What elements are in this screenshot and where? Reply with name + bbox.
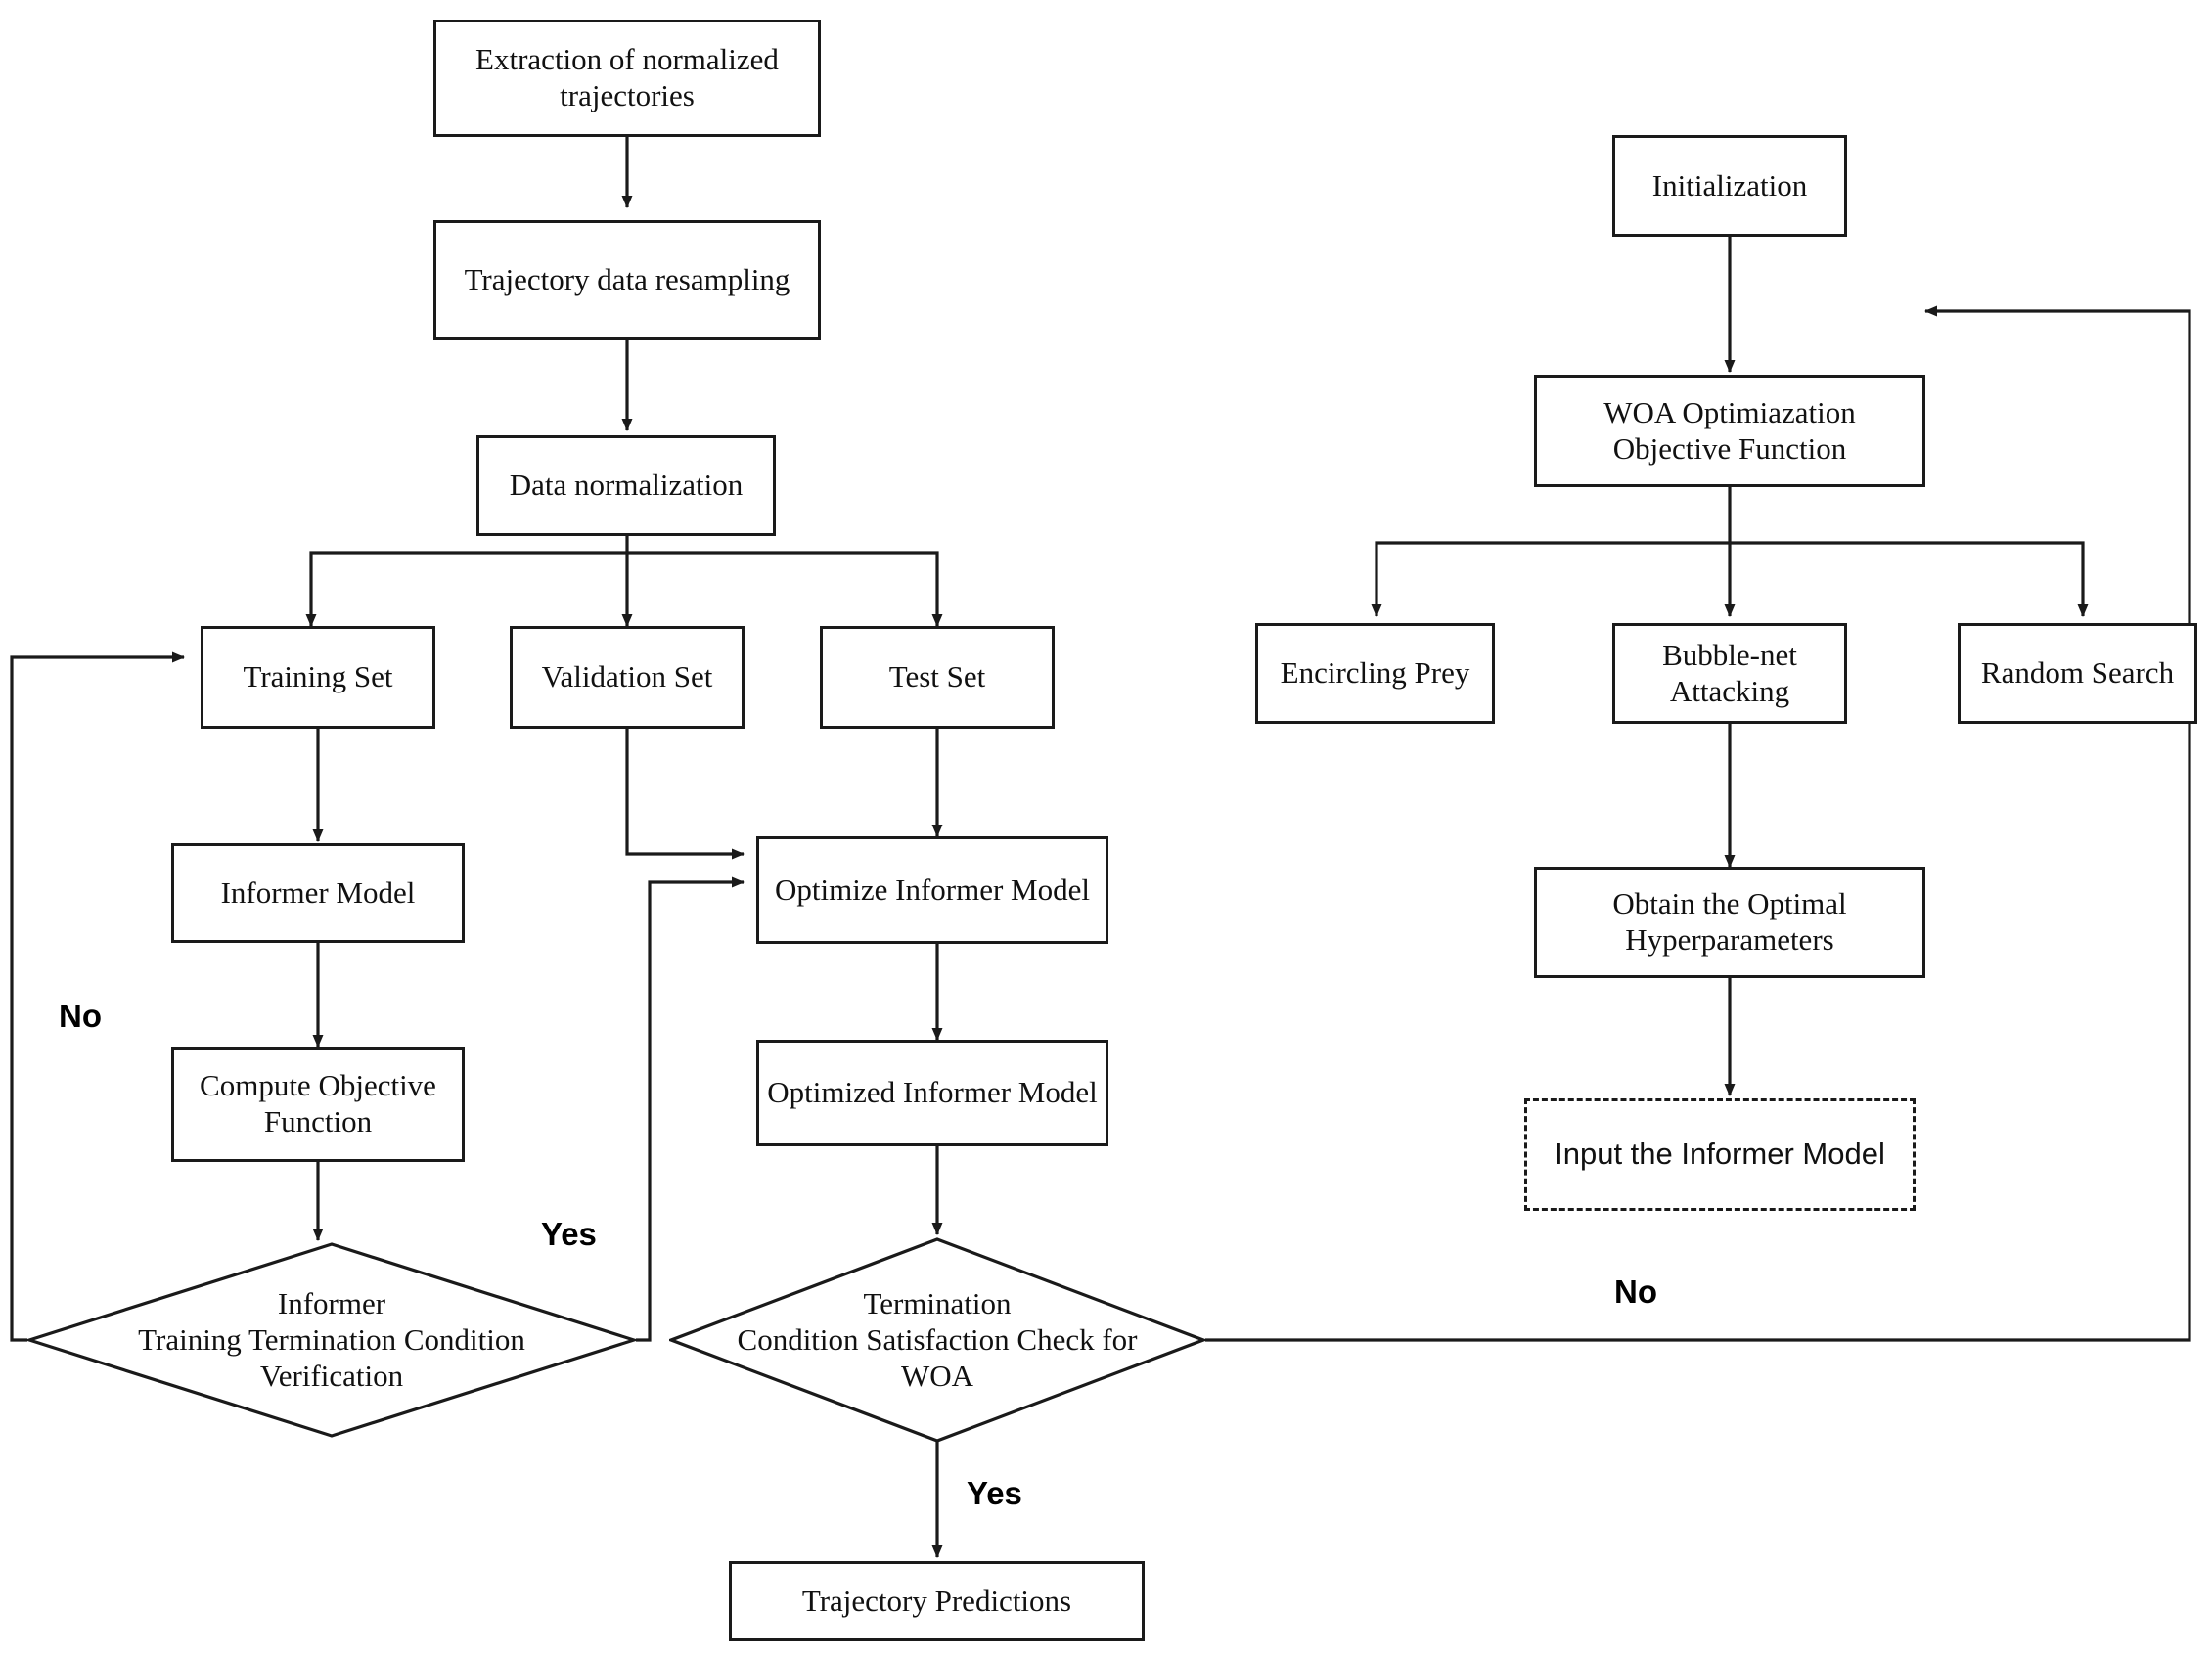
node-trajectory-predictions-label: Trajectory Predictions	[801, 1583, 1072, 1618]
node-extraction[interactable]: Extraction of normalized trajectories	[433, 20, 821, 137]
informer-check-line2: Training Termination Condition	[138, 1322, 525, 1358]
edge-label-yes-left: Yes	[541, 1216, 597, 1252]
node-encircling-prey-label: Encircling Prey	[1280, 655, 1470, 691]
woa-check-line3: WOA	[900, 1359, 974, 1394]
node-training-set[interactable]: Training Set	[201, 626, 435, 729]
node-random-search-label: Random Search	[1980, 655, 2175, 691]
node-initialization-label: Initialization	[1651, 167, 1808, 202]
node-extraction-label: Extraction of normalized trajectories	[475, 42, 779, 112]
node-optimize-informer-model[interactable]: Optimize Informer Model	[756, 836, 1108, 944]
node-data-normalization-label: Data normalization	[509, 468, 744, 503]
node-informer-model-label: Informer Model	[220, 874, 416, 910]
node-optimized-informer-model[interactable]: Optimized Informer Model	[756, 1040, 1108, 1146]
node-woa-termination-check-label: Termination Condition Satisfaction Check…	[738, 1285, 1138, 1395]
node-optimized-informer-model-label: Optimized Informer Model	[767, 1075, 1098, 1110]
node-validation-set[interactable]: Validation Set	[510, 626, 745, 729]
node-training-set-label: Training Set	[243, 659, 393, 694]
node-encircling-prey[interactable]: Encircling Prey	[1255, 623, 1495, 724]
node-bubble-net-attacking-label: Bubble-net Attacking	[1662, 637, 1797, 708]
node-resampling[interactable]: Trajectory data resampling	[433, 220, 821, 340]
node-woa-objective-function-label: WOA Optimiazation Objective Function	[1603, 394, 1856, 466]
node-validation-set-label: Validation Set	[541, 659, 713, 694]
node-compute-objective-function-label: Compute Objective Function	[200, 1068, 436, 1139]
node-informer-training-termination-check-label: Informer Training Termination Condition …	[138, 1285, 525, 1395]
node-data-normalization[interactable]: Data normalization	[476, 435, 776, 536]
node-resampling-label: Trajectory data resampling	[464, 262, 790, 297]
edge-label-no-left: No	[59, 998, 102, 1034]
node-input-informer-model[interactable]: Input the Informer Model	[1524, 1098, 1916, 1211]
node-trajectory-predictions[interactable]: Trajectory Predictions	[729, 1561, 1145, 1641]
node-input-informer-model-label: Input the Informer Model	[1555, 1137, 1885, 1172]
node-bubble-net-attacking[interactable]: Bubble-net Attacking	[1612, 623, 1847, 724]
node-compute-objective-function[interactable]: Compute Objective Function	[171, 1047, 465, 1162]
node-random-search[interactable]: Random Search	[1958, 623, 2197, 724]
node-informer-training-termination-check[interactable]: Informer Training Termination Condition …	[23, 1242, 640, 1438]
edge-label-yes-bottom: Yes	[967, 1475, 1022, 1511]
woa-check-line1: Termination	[863, 1286, 1012, 1321]
node-obtain-optimal-hyperparameters-label: Obtain the Optimal Hyperparameters	[1612, 886, 1847, 957]
node-informer-model[interactable]: Informer Model	[171, 843, 465, 943]
edge-label-no-right: No	[1614, 1273, 1657, 1310]
node-test-set-label: Test Set	[888, 659, 986, 694]
informer-check-line3: Verification	[259, 1359, 404, 1394]
diamond-shape-informer-check	[23, 1242, 640, 1438]
woa-check-line2: Condition Satisfaction Check for	[737, 1322, 1138, 1358]
node-obtain-optimal-hyperparameters[interactable]: Obtain the Optimal Hyperparameters	[1534, 867, 1925, 978]
node-initialization[interactable]: Initialization	[1612, 135, 1847, 237]
node-test-set[interactable]: Test Set	[820, 626, 1055, 729]
diamond-shape-woa-check	[666, 1237, 1208, 1443]
informer-check-line1: Informer	[277, 1286, 386, 1321]
node-woa-termination-check[interactable]: Termination Condition Satisfaction Check…	[666, 1237, 1208, 1443]
node-optimize-informer-model-label: Optimize Informer Model	[775, 871, 1090, 907]
node-woa-objective-function[interactable]: WOA Optimiazation Objective Function	[1534, 375, 1925, 487]
